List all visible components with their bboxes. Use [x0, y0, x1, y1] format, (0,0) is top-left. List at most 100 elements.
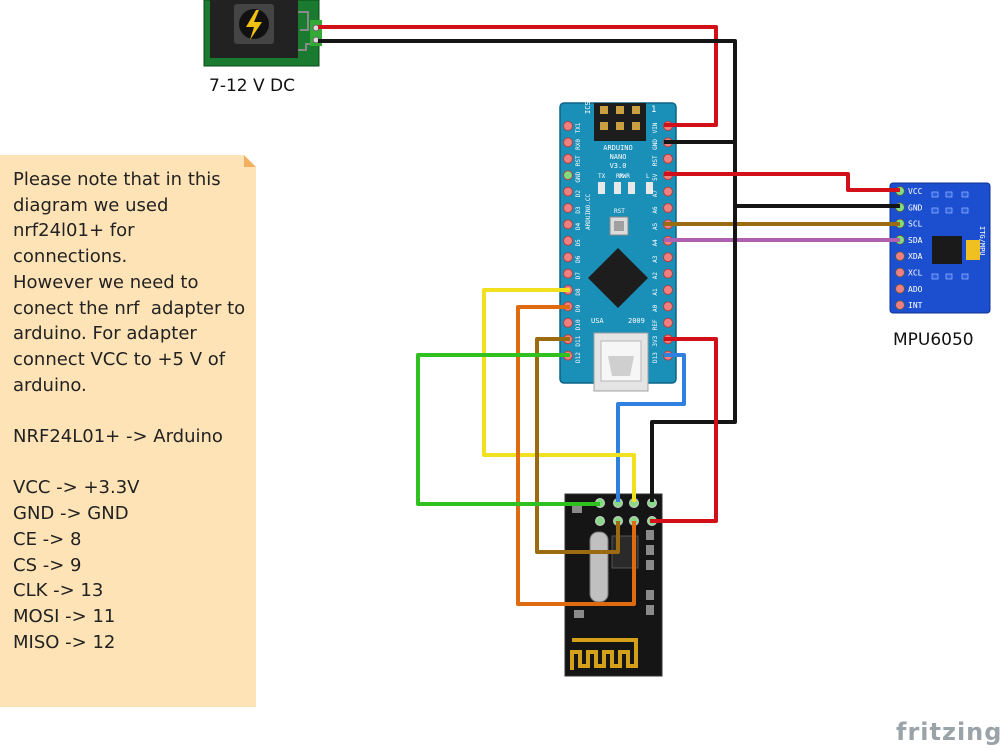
nano-pin-label-d9: D9	[575, 304, 582, 312]
nano-pin-label-d3: D3	[575, 206, 582, 214]
wire-green-d12	[416, 353, 600, 506]
mpu-pin-label-scl: SCL	[908, 220, 923, 229]
mpu6050-board: VCC GND SCL SDA XDA XCL ADO INT ITG/MPU	[889, 182, 991, 314]
nano-pin-label-r-a3: A3	[652, 255, 659, 263]
nano-pin-r-a6	[663, 203, 673, 213]
nano-pin-d6	[563, 252, 573, 263]
note-fold-corner	[244, 155, 256, 167]
nano-pin-label-d4: D4	[575, 222, 582, 230]
nano-pin-d3	[563, 203, 573, 213]
power-jack	[203, 0, 322, 67]
nano-pin-label-tx1: TX1	[575, 122, 582, 133]
wire-black-nrf-gnd	[650, 206, 737, 502]
nano-pin-label-r-a1: A1	[652, 288, 659, 296]
nano-pin-label-r-a2: A2	[652, 272, 659, 280]
nano-pin-label-r-a0: A0	[652, 304, 659, 312]
nano-pin-r-a0	[663, 301, 673, 312]
arduino-nano-board: ICSP 1 ARDUINO NANO V3.0 TX RX PWR L ARD…	[559, 97, 677, 392]
note-sticky: Please note that in this diagram we used…	[0, 155, 256, 707]
nano-pin-r-a2	[663, 268, 673, 279]
mpu-chip	[932, 236, 962, 264]
nano-pin-r-rst	[663, 153, 673, 164]
mpu-pin-int	[895, 300, 905, 311]
nano-pin-rx0	[563, 137, 573, 148]
nano-pin-d4	[563, 219, 573, 230]
wire-orange-d9	[516, 305, 636, 606]
nano-pin-tx1	[563, 121, 573, 131]
led-pwr-label: PWR	[619, 173, 630, 180]
mpu-pin-label-sda: SDA	[908, 236, 923, 245]
nano-pin-label-r-rst: RST	[652, 155, 659, 166]
led-tx-label: TX	[598, 173, 606, 180]
icsp-label: ICSP	[584, 97, 592, 114]
mpu-pin-xda	[895, 251, 905, 262]
nano-pin-label-d7: D7	[575, 272, 582, 280]
mpu-silk: ITG/MPU	[978, 226, 986, 256]
reset-label: RST	[614, 208, 625, 215]
mpu-pin-xcl	[895, 267, 905, 278]
atmega-chip	[588, 248, 648, 308]
nano-pin-label-r-d13: D13	[652, 352, 659, 363]
nano-pin-label-d11: D11	[575, 335, 582, 346]
nano-pin-r-a1	[663, 285, 673, 295]
note-text: Please note that in this diagram we used…	[13, 169, 246, 653]
mpu-pin-label-ado: ADO	[908, 285, 923, 294]
nano-pin-r-a7	[663, 186, 673, 197]
nano-year: 2009	[628, 317, 645, 325]
nrf24l01-module	[564, 493, 663, 677]
nano-pin-d10	[563, 317, 573, 328]
power-label: 7-12 V DC	[209, 76, 295, 96]
mpu-pin-label-xda: XDA	[908, 252, 923, 261]
wires	[318, 25, 900, 606]
nano-pin-label-rst: RST	[575, 155, 582, 166]
nano-pin-label-r-a7: A7	[652, 190, 659, 198]
nano-pin-label-d12: D12	[575, 352, 582, 363]
power-bolt-icon	[246, 10, 262, 40]
nano-pin-label-d10: D10	[575, 319, 582, 330]
nano-pin-label-d2: D2	[575, 190, 582, 198]
nano-pin-gnd	[563, 170, 573, 181]
nano-pin-label-d8: D8	[575, 288, 582, 296]
mpu-label: MPU6050	[893, 330, 974, 350]
led-l-label: L	[646, 173, 650, 180]
wire-blue-d13	[616, 353, 686, 502]
nano-pin-label-r-a4: A4	[652, 239, 659, 247]
mpu-pin-label-int: INT	[908, 301, 923, 310]
nano-pin-label-r-gnd: GND	[652, 139, 659, 150]
wire-red-nrf-vcc	[650, 337, 718, 523]
nano-pin-label-d5: D5	[575, 239, 582, 247]
wire-brown-d11	[535, 337, 620, 554]
mpu-pin-label-vcc: VCC	[908, 187, 923, 196]
nano-pin-label-r-5v: 5V	[652, 173, 659, 181]
nano-side-text: ARDUINO.CC	[585, 193, 592, 230]
antenna-trace	[570, 638, 638, 670]
nano-pin-label-rx0: RX0	[575, 139, 582, 150]
nano-pin-label-r-a5: A5	[652, 222, 659, 230]
nano-pin-d5	[563, 235, 573, 246]
svg-text:1: 1	[651, 105, 656, 115]
nano-pin-label-d6: D6	[575, 255, 582, 263]
nano-pin-r-ref	[663, 317, 673, 328]
led-rx-label: RX	[616, 173, 624, 180]
mpu-pin-label-gnd: GND	[908, 203, 923, 212]
wire-red-5v	[664, 172, 900, 192]
nano-pin-label-r-a6: A6	[652, 206, 659, 214]
crystal	[589, 531, 609, 603]
nano-title-line-2: NANO	[610, 153, 627, 161]
wire-yellow-d8	[482, 288, 636, 502]
nano-pin-d7	[563, 268, 573, 279]
nano-pin-label-r-vin: VIN	[652, 122, 659, 133]
nano-pin-label-r-3v3: 3V3	[652, 335, 659, 346]
fritzing-brand: fritzing	[896, 718, 1000, 746]
nano-pin-d2	[563, 186, 573, 197]
nano-pin-label-gnd: GND	[575, 171, 582, 182]
mpu-pin-ado	[895, 283, 905, 294]
nano-pin-r-a3	[663, 252, 673, 263]
nrf-header-pin	[595, 516, 605, 526]
mpu-pin-label-xcl: XCL	[908, 269, 923, 278]
wire-red-power	[318, 25, 718, 127]
nano-title-line-1: ARDUINO	[603, 144, 633, 152]
nano-pin-rst	[563, 153, 573, 164]
nano-title-line-3: V3.0	[610, 162, 627, 170]
